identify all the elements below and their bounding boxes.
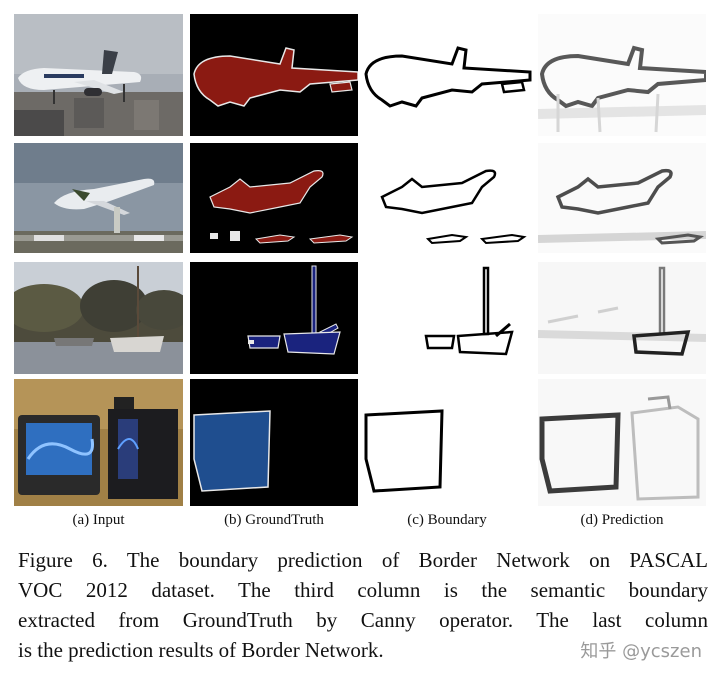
groundtruth-mask-computer-monitor — [190, 379, 358, 506]
groundtruth-mask-airplane-terminal — [190, 14, 358, 136]
input-image-computer-monitor — [14, 379, 183, 506]
figure-caption: Figure 6. The boundary prediction of Bor… — [18, 545, 708, 665]
watermark-text: 知乎 @ycszen — [580, 641, 702, 662]
prediction-computer-monitor — [538, 379, 706, 506]
column-label-boundary: (c) Boundary — [407, 512, 487, 528]
boundary-computer-monitor — [362, 379, 532, 506]
column-label-input: (a) Input — [72, 512, 125, 528]
groundtruth-mask-boat-river — [190, 262, 358, 374]
input-image-airplane-terminal — [14, 14, 183, 136]
prediction-boat-river — [538, 262, 706, 374]
boundary-boat-river — [362, 262, 532, 374]
column-label-groundtruth: (b) GroundTruth — [224, 512, 324, 528]
caption-line-1: Figure 6. The boundary prediction of Bor… — [18, 548, 708, 572]
caption-line-2: VOC 2012 dataset. The third column is th… — [18, 578, 708, 602]
prediction-airplane-takeoff — [538, 143, 706, 253]
boundary-airplane-takeoff — [362, 143, 532, 253]
column-label-prediction: (d) Prediction — [580, 512, 664, 528]
input-image-boat-river — [14, 262, 183, 374]
groundtruth-mask-airplane-takeoff — [190, 143, 358, 253]
prediction-airplane-terminal — [538, 14, 706, 136]
input-image-airplane-takeoff — [14, 143, 183, 253]
boundary-airplane-terminal — [362, 14, 532, 136]
caption-line-3: extracted from GroundTruth by Canny oper… — [18, 608, 708, 632]
caption-line-4: is the prediction results of Border Netw… — [18, 638, 384, 662]
